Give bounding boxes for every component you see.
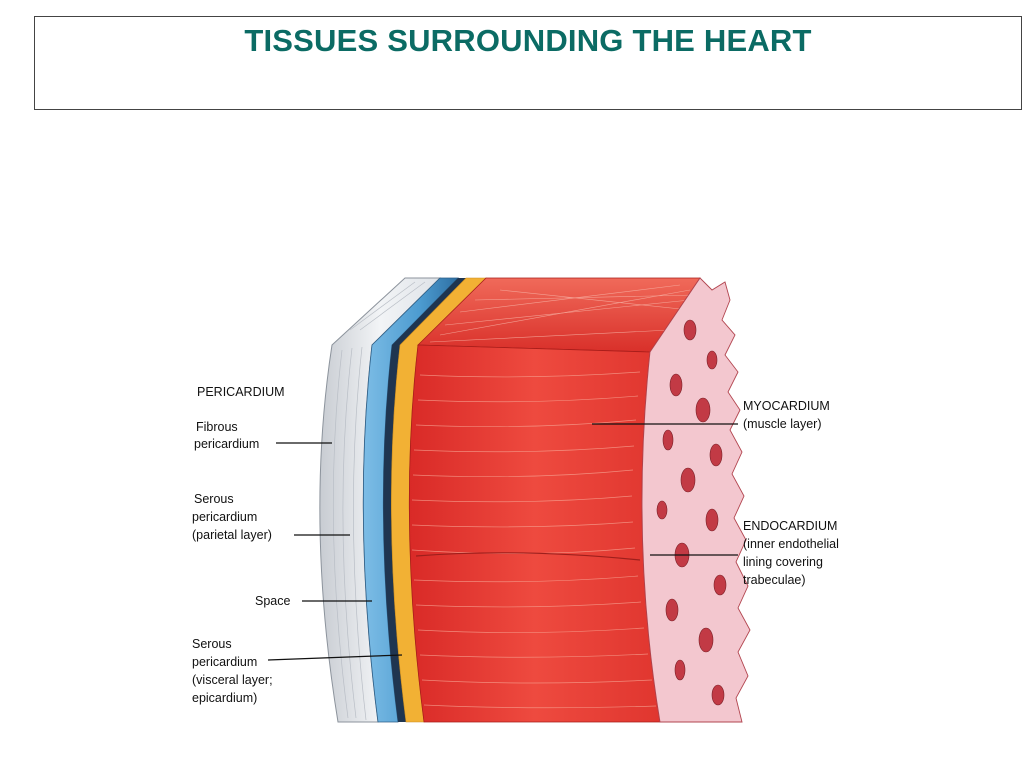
label-visceral-line4: epicardium) <box>192 691 257 705</box>
label-space: Space <box>255 594 290 608</box>
label-endocardium-line3: lining covering <box>743 555 823 569</box>
label-visceral-line3: (visceral layer; <box>192 673 273 687</box>
label-pericardium: PERICARDIUM <box>197 385 285 399</box>
label-myocardium-line2: (muscle layer) <box>743 417 822 431</box>
label-visceral-line2: pericardium <box>192 655 257 669</box>
leader-visceral <box>267 654 403 661</box>
label-parietal-line1: Serous <box>194 492 234 506</box>
label-endocardium-line1: ENDOCARDIUM <box>743 519 837 533</box>
label-endocardium-line2: (inner endothelial <box>743 537 839 551</box>
label-fibrous-line1: Fibrous <box>196 420 238 434</box>
label-parietal-line3: (parietal layer) <box>192 528 272 542</box>
top-fiber-texture <box>429 284 696 343</box>
label-parietal-line2: pericardium <box>192 510 257 524</box>
fibrous-texture <box>332 281 426 721</box>
endocardium-layer <box>641 277 751 723</box>
muscle-fold-line <box>415 552 641 561</box>
label-fibrous-line2: pericardium <box>194 437 259 451</box>
label-myocardium-line1: MYOCARDIUM <box>743 399 830 413</box>
label-visceral-line1: Serous <box>192 637 232 651</box>
slide-title: TISSUES SURROUNDING THE HEART <box>244 23 812 58</box>
title-box: TISSUES SURROUNDING THE HEART <box>34 16 1022 110</box>
muscle-fiber-texture <box>411 371 657 709</box>
trabeculae-holes <box>656 319 727 706</box>
label-endocardium-line4: trabeculae) <box>743 573 806 587</box>
